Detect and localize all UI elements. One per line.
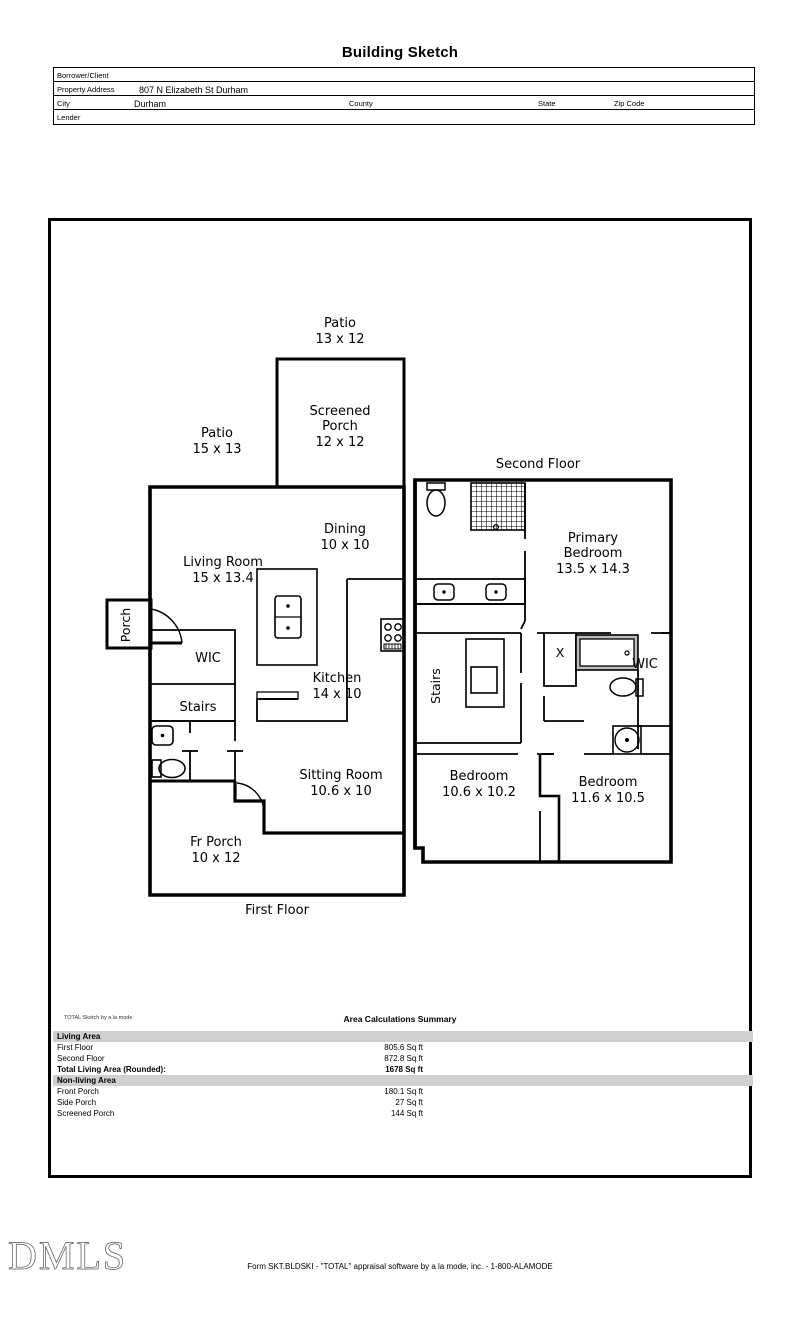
wic-label-second-floor: WIC	[632, 657, 658, 672]
bedroom-left-label: Bedroom	[450, 769, 509, 784]
primary-bathroom-second-floor	[537, 632, 671, 755]
half-bath-first-floor	[150, 720, 243, 783]
bedroom-right-dims: 11.6 x 10.5	[571, 791, 645, 806]
city-county-state-zip-row: City Durham County State Zip Code	[54, 96, 754, 110]
area-row-second-floor: Second Floor 872.8 Sq ft	[53, 1053, 753, 1064]
stairs-second-floor	[415, 632, 522, 744]
bedroom-right-label: Bedroom	[579, 775, 638, 790]
primary-bedroom-label-line2: Bedroom	[564, 546, 623, 561]
patio-left-dims: 15 x 13	[192, 442, 241, 457]
property-address-label: Property Address	[57, 85, 115, 94]
screened-porch-dims: 12 x 12	[315, 435, 364, 450]
sitting-room-label: Sitting Room	[299, 768, 382, 783]
area-label-side-porch: Side Porch	[57, 1098, 97, 1107]
area-row-first-floor: First Floor 805.6 Sq ft	[53, 1042, 753, 1053]
side-porch-outline	[105, 598, 183, 650]
wic-label-first-floor: WIC	[195, 651, 221, 666]
area-value-screened-porch: 144 Sq ft	[390, 1109, 423, 1118]
dining-dims: 10 x 10	[320, 538, 369, 553]
first-floor-plan: Patio 13 x 12 Patio 15 x 13 Screened Por…	[105, 316, 406, 918]
first-floor-title: First Floor	[245, 903, 309, 918]
area-calculations-summary: Living Area First Floor 805.6 Sq ft Seco…	[53, 1031, 753, 1119]
side-porch-label: Porch	[118, 608, 133, 642]
shower-stall-icon	[470, 482, 526, 531]
range-icon	[380, 618, 405, 652]
area-value-front-porch: 180.1 Sq ft	[384, 1087, 423, 1096]
area-value-first-floor: 805.6 Sq ft	[384, 1043, 423, 1052]
borrower-client-label: Borrower/Client	[57, 71, 109, 80]
primary-bedroom-dims: 13.5 x 14.3	[556, 562, 630, 577]
lender-row: Lender	[54, 110, 754, 124]
state-label: State	[538, 99, 556, 108]
area-label-first-floor: First Floor	[57, 1043, 93, 1052]
kitchen-counters	[256, 578, 405, 722]
sitting-room-dims: 10.6 x 10	[310, 784, 371, 799]
borrower-client-row: Borrower/Client	[54, 68, 754, 82]
stairs-label-first-floor: Stairs	[179, 700, 216, 715]
area-label-total-living: Total Living Area (Rounded):	[57, 1065, 166, 1074]
patio-top-dims: 13 x 12	[315, 332, 364, 347]
property-address-row: Property Address 807 N Elizabeth St Durh…	[54, 82, 754, 96]
stairs-label-second-floor: Stairs	[428, 668, 443, 704]
area-label-front-porch: Front Porch	[57, 1087, 99, 1096]
bedroom-dividers-second-floor	[415, 632, 671, 862]
area-row-screened-porch: Screened Porch 144 Sq ft	[53, 1108, 753, 1119]
dining-label: Dining	[324, 522, 366, 537]
primary-bedroom-label-line1: Primary	[568, 531, 619, 546]
lender-label: Lender	[57, 113, 81, 122]
area-row-side-porch: Side Porch 27 Sq ft	[53, 1097, 753, 1108]
front-porch-divider	[233, 781, 404, 835]
area-label-second-floor: Second Floor	[57, 1054, 105, 1063]
patio-top-label: Patio	[324, 316, 356, 331]
living-area-header: Living Area	[53, 1031, 753, 1042]
area-row-total-living: Total Living Area (Rounded): 1678 Sq ft	[53, 1064, 753, 1075]
screened-porch-label-line1: Screened	[310, 404, 371, 419]
screened-porch-label-line2: Porch	[322, 419, 358, 434]
patio-left-label: Patio	[201, 426, 233, 441]
second-floor-title: Second Floor	[496, 457, 581, 472]
total-sketch-credit: TOTAL Sketch by a la mode	[64, 1015, 133, 1021]
area-label-screened-porch: Screened Porch	[57, 1109, 115, 1118]
first-floor-outline	[148, 485, 406, 897]
dmls-watermark: DMLS	[8, 1233, 128, 1278]
property-address-value: 807 N Elizabeth St Durham	[139, 85, 249, 95]
living-room-dims: 15 x 13.4	[192, 571, 253, 586]
bedroom-left-dims: 10.6 x 10.2	[442, 785, 516, 800]
kitchen-island	[256, 568, 318, 666]
sketch-frame: Patio 13 x 12 Patio 15 x 13 Screened Por…	[48, 218, 752, 1178]
area-value-side-porch: 27 Sq ft	[395, 1098, 423, 1107]
kitchen-dims: 14 x 10	[312, 687, 361, 702]
city-label: City	[57, 99, 70, 108]
county-label: County	[349, 99, 373, 108]
page-title: Building Sketch	[341, 44, 459, 61]
property-identification-table: Borrower/Client Property Address 807 N E…	[53, 67, 755, 125]
non-living-area-header: Non-living Area	[53, 1075, 753, 1086]
wic-closet-first-floor	[150, 629, 236, 685]
zip-code-label: Zip Code	[614, 99, 645, 108]
city-value: Durham	[134, 99, 167, 109]
area-row-front-porch: Front Porch 180.1 Sq ft	[53, 1086, 753, 1097]
fr-porch-dims: 10 x 12	[191, 851, 240, 866]
second-floor-plan: Second Floor Primary Bedroom 13.5 x 14.3…	[413, 457, 673, 864]
hall-bathroom-second-floor	[414, 482, 526, 630]
living-room-label: Living Room	[183, 555, 263, 570]
fr-porch-label: Fr Porch	[190, 835, 242, 850]
area-value-second-floor: 872.8 Sq ft	[384, 1054, 423, 1063]
kitchen-label: Kitchen	[313, 671, 362, 686]
footer-form-text: Form SKT.BLDSKI - "TOTAL" appraisal soft…	[247, 1262, 553, 1271]
closet-x-label: X	[556, 645, 565, 660]
area-value-total-living: 1678 Sq ft	[385, 1065, 423, 1074]
floor-plan-drawing: Patio 13 x 12 Patio 15 x 13 Screened Por…	[105, 316, 673, 918]
area-calculations-title: Area Calculations Summary	[343, 1014, 457, 1024]
